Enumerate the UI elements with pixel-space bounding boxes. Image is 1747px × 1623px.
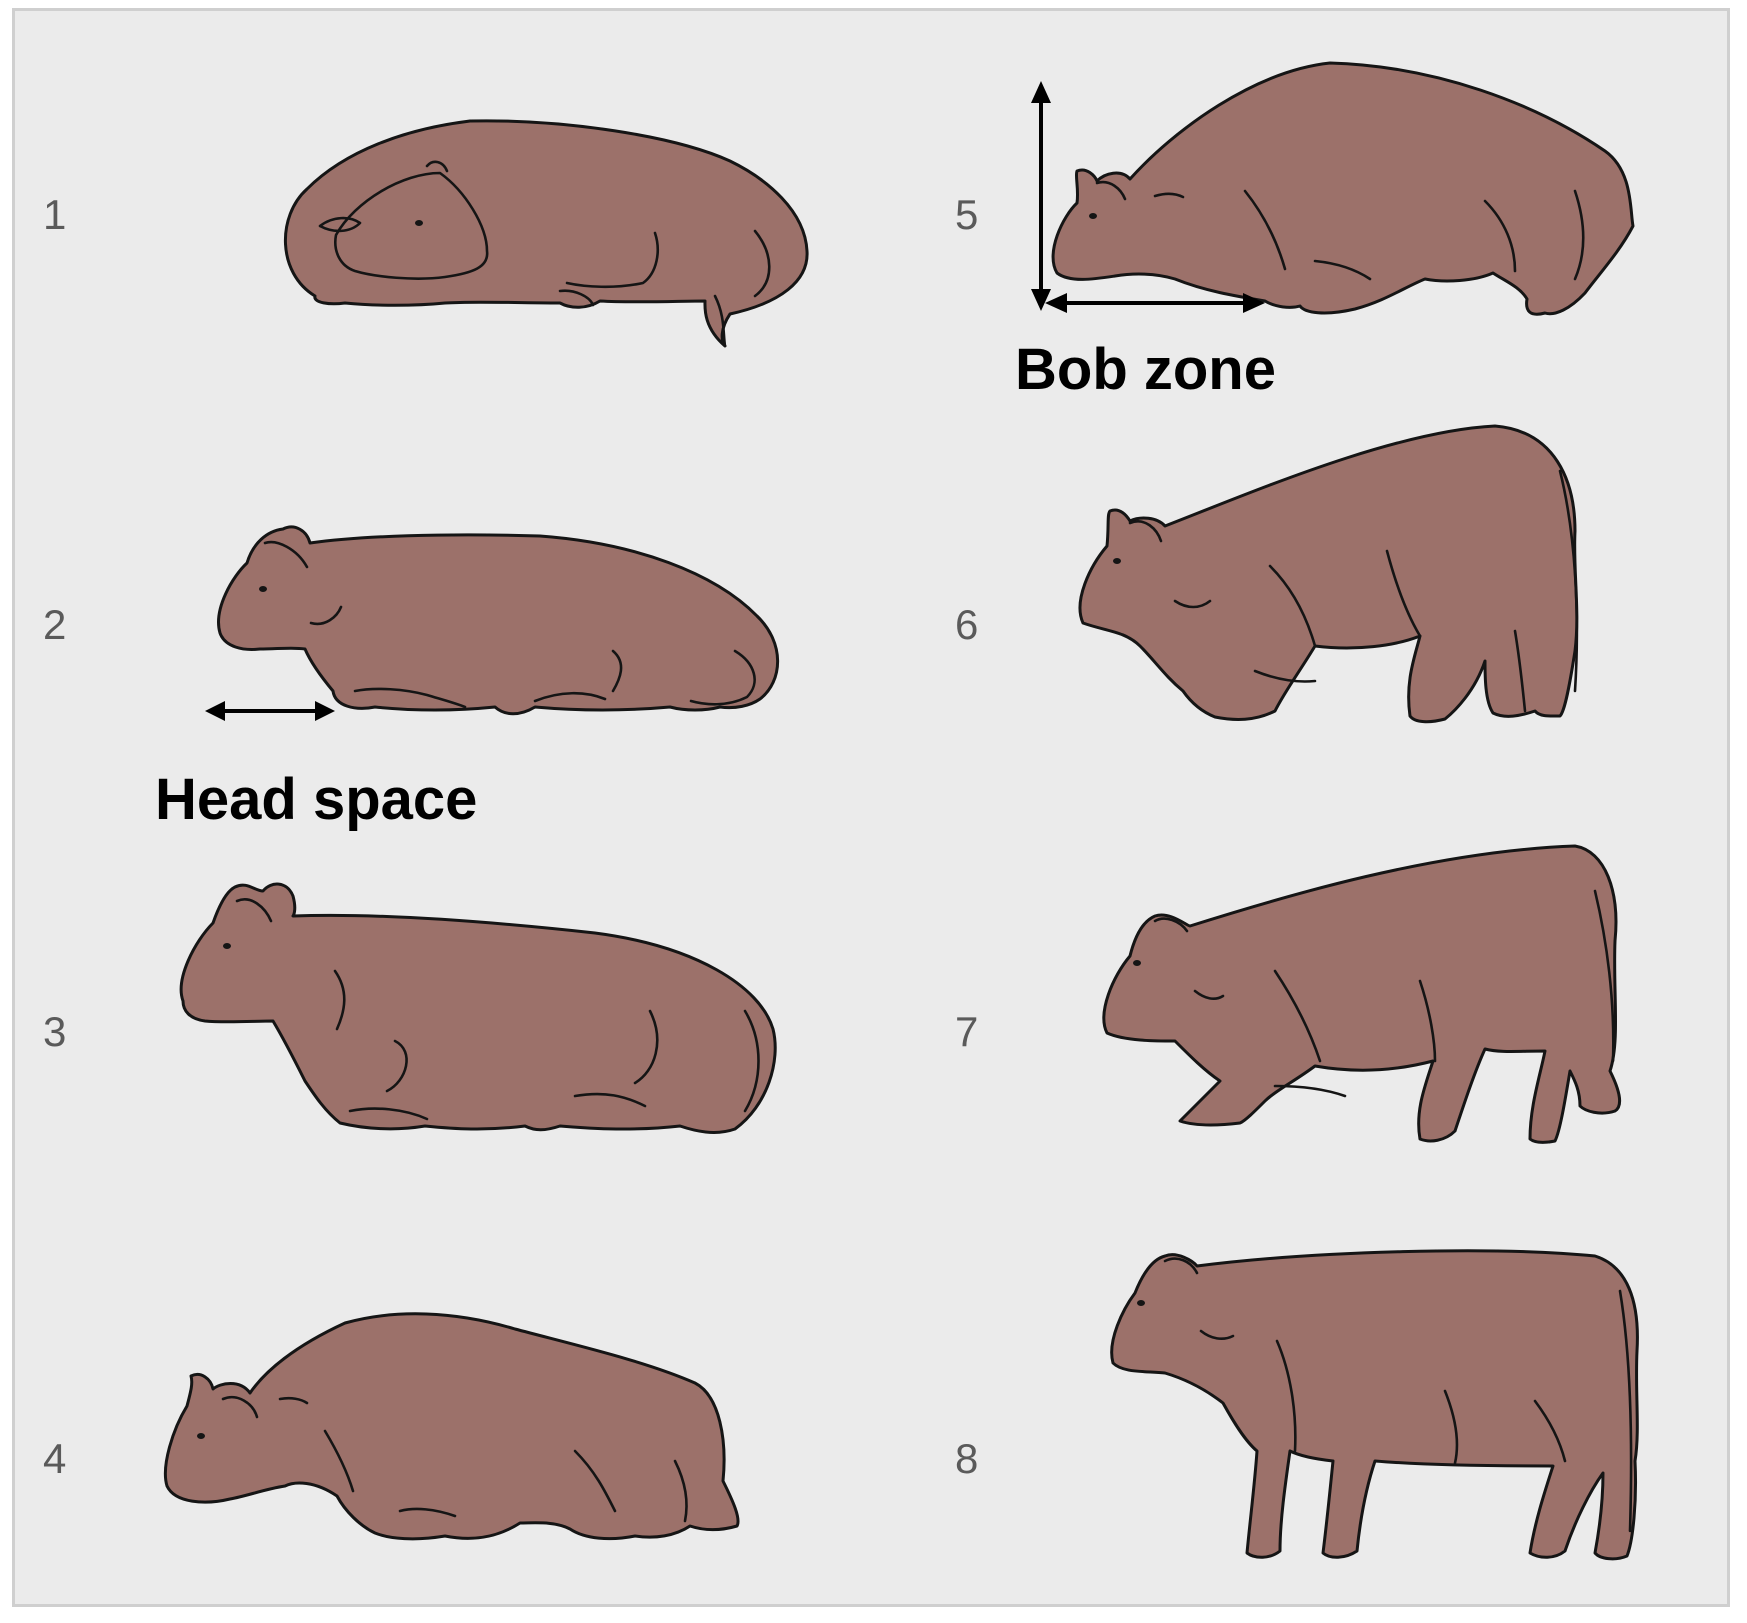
stage-number-8: 8 [955,1435,978,1482]
stage-number-2: 2 [43,601,66,648]
bob-zone-label: Bob zone [1015,337,1276,402]
stage-number-1: 1 [43,191,66,238]
stage-number-4: 4 [43,1435,66,1482]
cow-figure-stage-8 [1112,1251,1638,1559]
cow-figure-stage-6 [1080,426,1577,722]
cow-rising-sequence-diagram: 1 2 Head space 3 [15,11,1733,1610]
stage-number-6: 6 [955,601,978,648]
cow-figure-stage-4 [165,1314,738,1539]
cow-figure-stage-7 [1104,846,1620,1142]
stage-number-3: 3 [43,1008,66,1055]
cow-figure-stage-2 [219,527,778,714]
head-space-arrow [205,701,335,721]
cow-figure-stage-3 [181,884,775,1132]
figure-frame: 1 2 Head space 3 [12,8,1730,1607]
stage-number-7: 7 [955,1008,978,1055]
head-space-label: Head space [155,767,477,832]
cow-figure-stage-1 [285,121,807,346]
stage-number-5: 5 [955,191,978,238]
cow-figure-stage-5 [1053,63,1633,314]
